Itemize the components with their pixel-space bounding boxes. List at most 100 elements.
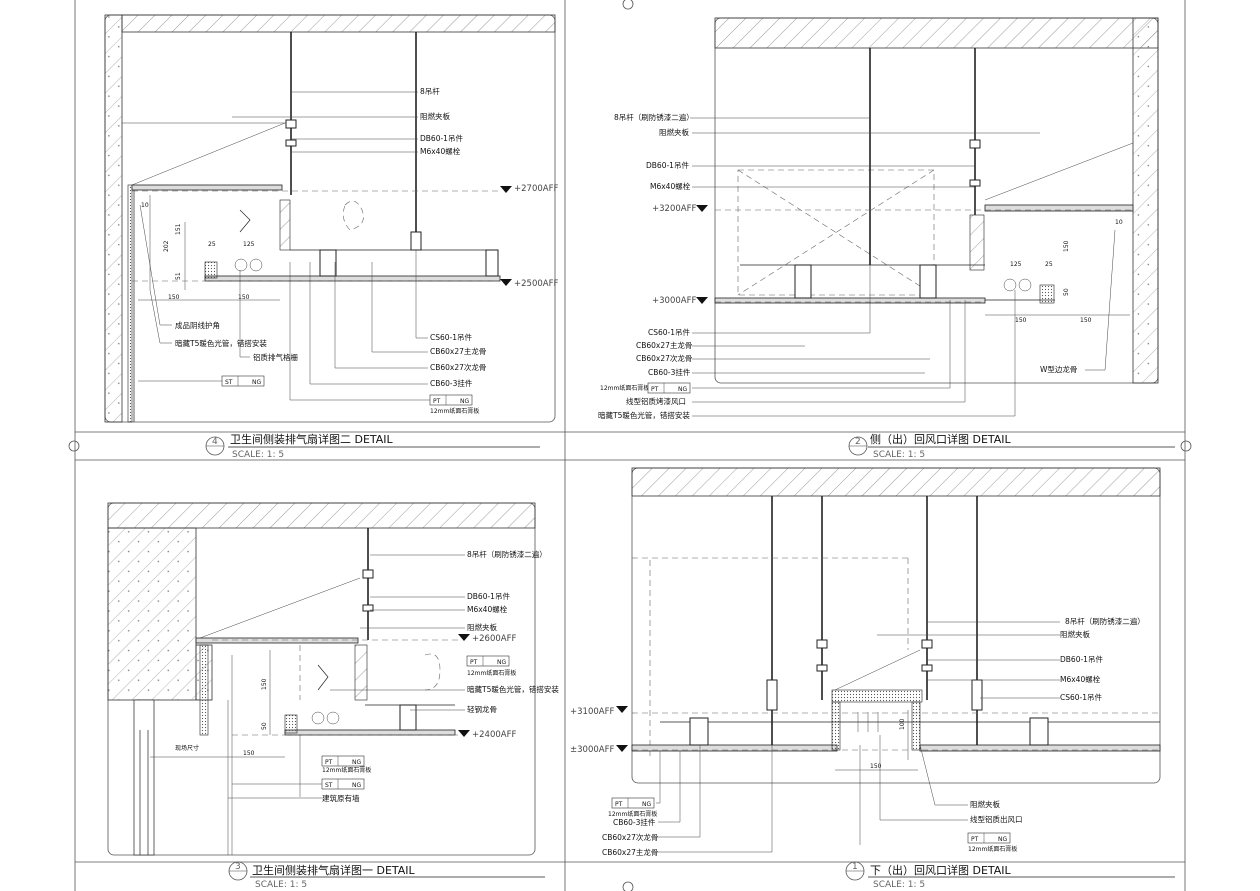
dim-label: 50	[261, 722, 268, 730]
sheet-grid	[68, 0, 1192, 891]
callout-label: 阻燃夹板	[467, 622, 497, 632]
callout-label: 阻燃夹板	[970, 799, 1000, 809]
level-label: +3200AFF	[652, 204, 696, 214]
dim-label: 100	[899, 718, 906, 730]
callout-label: CS60-1吊件	[1060, 692, 1103, 702]
panel-detail-1: +3100AFF ±3000AFF 100 150 8吊杆（刷防锈漆二遍） 阻燃…	[570, 467, 1175, 890]
callout-label: CB60x27次龙骨	[602, 832, 658, 842]
callout-label: 暗藏T5暖色光管，错搭安装	[467, 684, 559, 694]
callout-label: 12mm纸面石膏板	[600, 384, 649, 392]
callout-label: 阻燃夹板	[659, 127, 689, 137]
detail-scale: SCALE: 1: 5	[873, 880, 925, 890]
dim-label: 10	[1115, 219, 1123, 226]
callout-label: CB60-3挂件	[613, 817, 656, 827]
level-label: +2400AFF	[472, 730, 516, 740]
callout-label: 现场尺寸	[175, 744, 199, 752]
detail-title: 侧（出）回风口详图 DETAIL	[870, 432, 1012, 446]
callout-label: 8吊杆	[420, 86, 440, 96]
callout-label: 线型铝质烤漆风口	[626, 396, 686, 406]
level-label: +3100AFF	[570, 707, 614, 717]
callout-label: CB60x27主龙骨	[602, 847, 658, 857]
material-tag: NG	[998, 836, 1007, 843]
dim-label: 151	[175, 223, 182, 235]
material-tag: PT	[433, 398, 441, 405]
material-tag: PT	[615, 801, 623, 808]
callout-label: 8吊杆（刷防锈漆二遍）	[467, 549, 547, 559]
detail-number: 1	[852, 862, 858, 872]
panel-detail-2: +3200AFF +3000AFF 10 150 125 25 50 150 1…	[598, 17, 1175, 460]
detail-scale: SCALE: 1: 5	[232, 450, 284, 460]
detail-title: 卫生间侧装排气扇详图二 DETAIL	[230, 432, 394, 446]
callout-label: CB60x27主龙骨	[636, 340, 692, 350]
callout-label: W型边龙骨	[1040, 364, 1077, 374]
detail-number: 3	[235, 862, 241, 872]
callout-label: 轻钢龙骨	[467, 704, 497, 714]
callout-label: 暗藏T5暖色光管，错搭安装	[598, 410, 690, 420]
dim-label: 51	[175, 272, 182, 280]
material-tag: NG	[252, 379, 261, 386]
grid-marker-left	[68, 440, 80, 452]
panel-detail-3: +2600AFF +2400AFF 150 50 150 8吊杆（刷防锈漆二遍）…	[107, 502, 559, 890]
material-tag: PT	[971, 836, 979, 843]
callout-label: 8吊杆（刷防锈漆二遍）	[614, 112, 694, 122]
callout-label: M6x40螺栓	[650, 181, 691, 191]
dim-label: 150	[168, 294, 180, 301]
callout-label: M6x40螺栓	[1060, 674, 1101, 684]
detail-scale: SCALE: 1: 5	[255, 880, 307, 890]
dim-label: 50	[1063, 288, 1070, 296]
dim-label: 25	[1045, 261, 1053, 268]
dim-label: 125	[1010, 261, 1022, 268]
level-label: ±3000AFF	[570, 745, 614, 755]
material-tag: NG	[352, 759, 361, 766]
callout-label: DB60-1吊件	[420, 133, 463, 143]
material-tag: NG	[678, 386, 687, 393]
callout-label: 线型铝质出风口	[970, 814, 1023, 824]
material-tag: NG	[352, 782, 361, 789]
material-tag: ST	[325, 782, 333, 789]
callout-label: CB60x27次龙骨	[430, 362, 486, 372]
callout-label: 暗藏T5暖色光管，错搭安装	[175, 338, 267, 348]
dim-label: 150	[238, 294, 250, 301]
callout-label: 阻燃夹板	[420, 111, 450, 121]
dim-label: 150	[243, 750, 255, 757]
callout-label: CS60-1吊件	[648, 327, 691, 337]
material-tag: ST	[225, 379, 233, 386]
material-note: 12mm纸面石膏板	[430, 407, 479, 415]
callout-label: CB60-3挂件	[648, 367, 691, 377]
level-label: +2600AFF	[472, 634, 516, 644]
grid-marker-top	[622, 0, 634, 10]
callout-label: CB60x27主龙骨	[430, 346, 486, 356]
callout-label: 阻燃夹板	[1060, 629, 1090, 639]
material-note: 12mm纸面石膏板	[467, 669, 516, 677]
material-tag: NG	[497, 659, 506, 666]
detail-title: 下（出）回风口详图 DETAIL	[870, 863, 1012, 877]
callout-label: DB60-1吊件	[467, 591, 510, 601]
detail-scale: SCALE: 1: 5	[873, 450, 925, 460]
dim-label: 10	[141, 202, 149, 209]
callout-label: CB60-3挂件	[430, 378, 473, 388]
callout-label: 8吊杆（刷防锈漆二遍）	[1065, 616, 1145, 626]
callout-label: CS60-1吊件	[430, 332, 473, 342]
detail-number: 4	[212, 437, 218, 447]
level-label: +2500AFF	[514, 279, 558, 289]
level-label: +2700AFF	[514, 184, 558, 194]
callout-label: 建筑原有墙	[322, 793, 360, 803]
detail-number: 2	[855, 437, 861, 447]
panel-detail-4: +2700AFF +2500AFF 10 202 151 51 25 125 1…	[104, 14, 558, 460]
grid-marker-right	[1180, 440, 1192, 452]
material-tag: PT	[470, 659, 478, 666]
dim-label: 202	[163, 240, 170, 252]
material-note: 12mm纸面石膏板	[322, 766, 371, 774]
material-tag: NG	[460, 398, 469, 405]
dim-label: 150	[261, 678, 268, 690]
callout-label: 成品阴线护角	[175, 320, 220, 330]
callout-label: M6x40螺栓	[420, 146, 461, 156]
callout-label: DB60-1吊件	[1060, 654, 1103, 664]
level-label: +3000AFF	[652, 296, 696, 306]
dim-label: 125	[243, 241, 255, 248]
material-note: 12mm纸面石膏板	[608, 810, 657, 818]
material-note: 12mm纸面石膏板	[968, 845, 1017, 853]
grid-marker-bottom	[622, 881, 634, 891]
dim-label: 150	[1080, 317, 1092, 324]
